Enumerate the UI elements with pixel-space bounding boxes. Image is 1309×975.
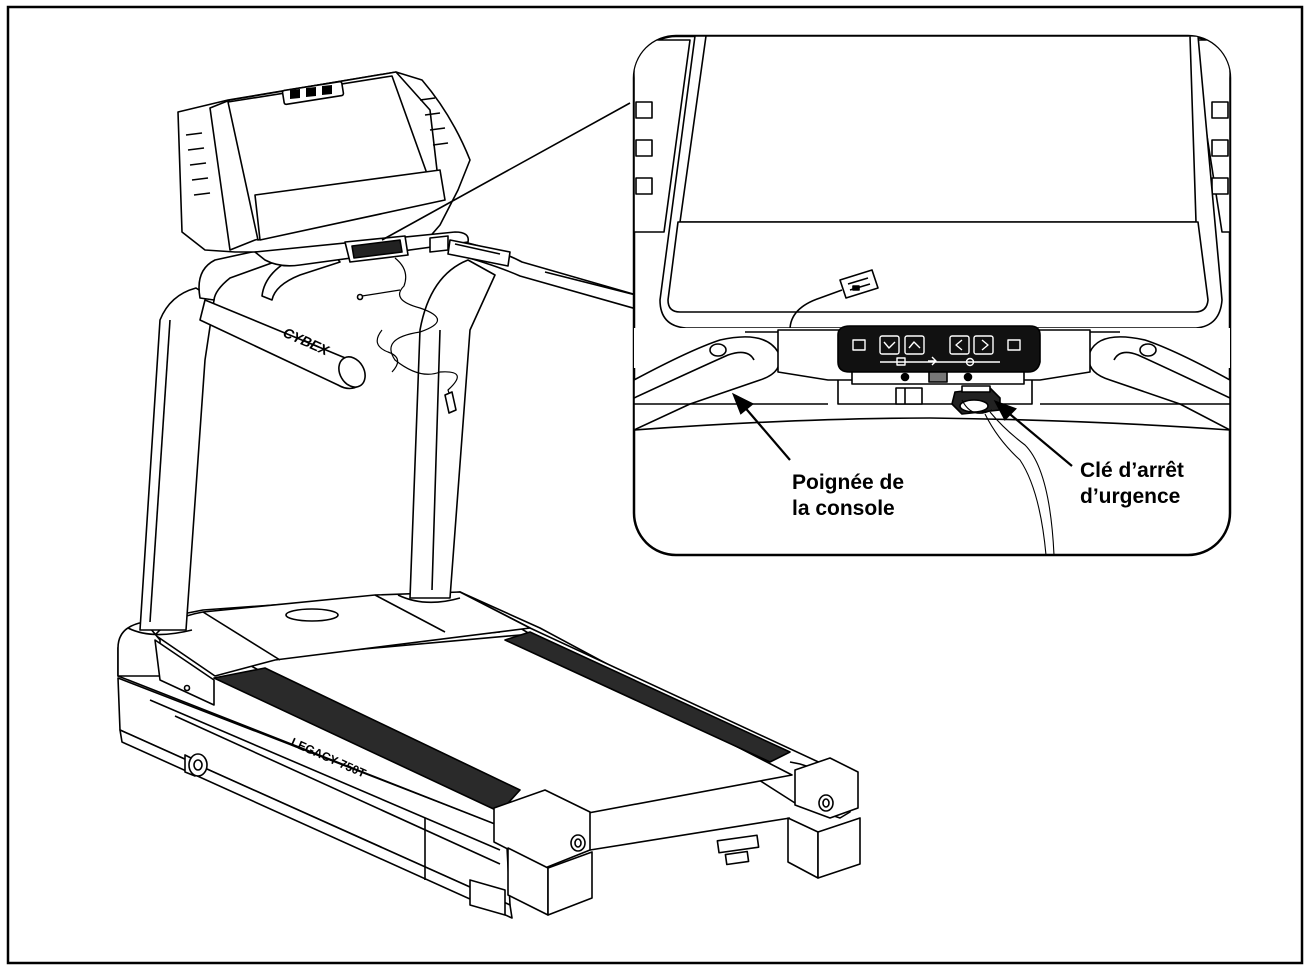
- right-side-rail: [504, 631, 791, 763]
- callout-console-handle-line1: Poignée de: [792, 471, 905, 494]
- zoom-right-handle: [1088, 336, 1230, 431]
- zoom-inset: [632, 34, 1232, 557]
- callout-console-handle: Poignée de la console: [792, 470, 904, 522]
- zoom-left-handle: [634, 336, 781, 431]
- callout-emergency-key: Clé d’arrêt d’urgence: [1080, 458, 1184, 510]
- treadmill: [117, 71, 861, 919]
- left-upright: [139, 287, 215, 631]
- right-upright: [409, 259, 496, 599]
- left-side-rail: [213, 667, 521, 813]
- callout-emergency-key-line1: Clé d’arrêt: [1080, 459, 1184, 482]
- zoom-pointer-lower: [544, 271, 641, 297]
- zoom-pointer-upper: [381, 102, 631, 241]
- callout-arrows: [731, 392, 1073, 467]
- zoom-keypad: [837, 325, 1041, 373]
- rear-cap-right: [794, 757, 859, 819]
- callout-emergency-key-line2: d’urgence: [1080, 485, 1181, 508]
- callout-console-handle-line2: la console: [792, 497, 895, 520]
